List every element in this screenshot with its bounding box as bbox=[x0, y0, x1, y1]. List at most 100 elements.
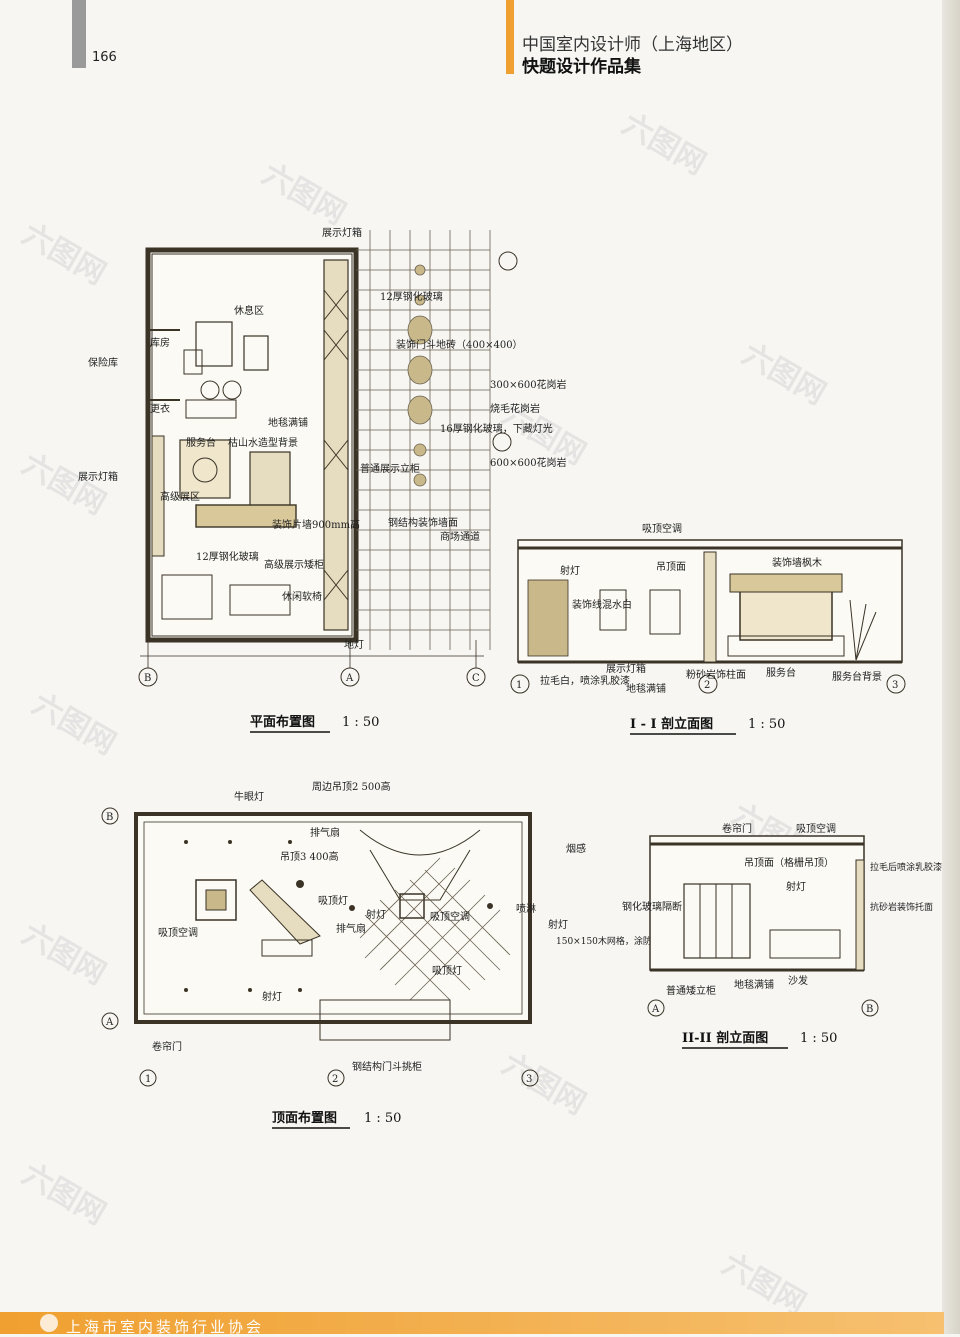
ceiling-caption: 顶面布置图 bbox=[272, 1110, 337, 1126]
ceiling-plan bbox=[101, 807, 539, 1087]
ceiling-label: 牛眼灯 bbox=[234, 790, 264, 803]
floor-plan-caption: 平面布置图 1 : 50 bbox=[250, 714, 379, 733]
ceiling-scale: 1 : 50 bbox=[364, 1111, 401, 1126]
section2-label: 吸顶空调 bbox=[796, 822, 836, 835]
section-label: 吸顶空调 bbox=[642, 522, 682, 535]
watermark: 六图网 bbox=[16, 1157, 111, 1232]
section-2-2-axis-labels: A B bbox=[651, 1004, 873, 1015]
section-2-2-caption: II-II 剖立面图 1 : 50 bbox=[682, 1030, 837, 1049]
ceiling-label: 射灯 bbox=[366, 909, 386, 921]
plan-label: 休息区 bbox=[234, 304, 264, 317]
watermark: 六图网 bbox=[16, 447, 111, 522]
ceiling-label: 吸顶空调 bbox=[430, 910, 470, 923]
ceiling-label: 吊顶3 400高 bbox=[280, 850, 339, 863]
ceiling-label: 周边吊顶2 500高 bbox=[312, 780, 391, 793]
axis-2: 2 bbox=[332, 1074, 338, 1085]
section-label: 吊顶面 bbox=[656, 561, 686, 573]
plan-label: 休闲软椅 bbox=[282, 590, 322, 603]
section-label: 粉砂岩饰柱面 bbox=[686, 668, 746, 681]
axis-c: C bbox=[472, 673, 480, 684]
section-label: 地毯满铺 bbox=[626, 682, 666, 695]
ceiling-label: 吸顶灯 bbox=[432, 965, 462, 977]
association-logo bbox=[40, 1314, 58, 1332]
section-1-1-labels: 吸顶空调 射灯 吊顶面 装饰墙枫木 装饰线混水白 拉毛白，喷涂乳胶漆 展示灯箱 … bbox=[540, 522, 882, 695]
ceiling-label: 排气扇 bbox=[310, 826, 340, 839]
section-1-1 bbox=[510, 539, 906, 694]
plan-label: 普通展示立柜 bbox=[360, 462, 420, 475]
plan-label: 展示灯箱 bbox=[322, 226, 362, 239]
section2-scale: 1 : 50 bbox=[800, 1031, 837, 1046]
ceiling-plan-axis-labels: B A 1 2 3 bbox=[105, 812, 532, 1085]
header-accent-bar bbox=[506, 0, 514, 74]
section2-label: 卷帘门 bbox=[722, 822, 752, 835]
section2-label: 钢化玻璃隔断 bbox=[622, 900, 682, 913]
section2-label: 射灯 bbox=[786, 881, 806, 893]
book-title: 中国室内设计师（上海地区） bbox=[522, 35, 743, 55]
floor-plan bbox=[138, 230, 518, 687]
plan-label: 展示灯箱 bbox=[78, 470, 118, 483]
section1-caption: I - I 剖立面图 bbox=[630, 716, 713, 732]
section2-label: 拉毛后喷涂乳胶漆 bbox=[870, 861, 942, 873]
axis-1: 1 bbox=[145, 1074, 151, 1085]
plan-label: 装饰片墙900mm高 bbox=[272, 518, 360, 531]
axis-b: B bbox=[144, 673, 151, 684]
axis-3: 3 bbox=[526, 1074, 532, 1085]
section-label: 展示灯箱 bbox=[606, 662, 646, 675]
axis-b: B bbox=[106, 812, 113, 823]
page-number-tab bbox=[72, 0, 86, 68]
axis-b: B bbox=[866, 1004, 873, 1015]
plan-label: 12厚钢化玻璃 bbox=[196, 550, 259, 563]
ceiling-plan-caption: 顶面布置图 1 : 50 bbox=[272, 1110, 401, 1129]
ceiling-label: 卷帘门 bbox=[152, 1040, 182, 1053]
section2-label: 普通矮立柜 bbox=[666, 984, 716, 997]
book-subtitle: 快题设计作品集 bbox=[522, 57, 641, 77]
watermark: 六图网 bbox=[716, 1247, 811, 1322]
page-number: 166 bbox=[92, 50, 117, 65]
watermark: 六图网 bbox=[496, 1047, 591, 1122]
watermark: 六图网 bbox=[256, 157, 351, 232]
watermark: 六图网 bbox=[616, 107, 711, 182]
plan-label: 地灯 bbox=[344, 638, 364, 651]
plan-label: 服务台 bbox=[186, 436, 216, 449]
ceiling-label: 吸顶灯 bbox=[318, 895, 348, 907]
ceiling-label: 烟感 bbox=[566, 842, 586, 855]
ceiling-label: 排气扇 bbox=[336, 922, 366, 935]
axis-a: A bbox=[651, 1004, 660, 1015]
plan-label: 库房 bbox=[150, 336, 170, 349]
plan-scale: 1 : 50 bbox=[342, 715, 379, 730]
floor-plan-labels: 展示灯箱 12厚钢化玻璃 休息区 保险库 库房 更衣 装饰门斗地砖（400×40… bbox=[78, 226, 567, 651]
axis-a: A bbox=[345, 673, 354, 684]
section-label: 拉毛白，喷涂乳胶漆 bbox=[540, 674, 630, 687]
section-label: 装饰墙枫木 bbox=[772, 556, 822, 569]
plan-label: 更衣 bbox=[150, 402, 170, 415]
section-label: 服务台 bbox=[766, 666, 796, 679]
section2-caption: II-II 剖立面图 bbox=[682, 1030, 768, 1046]
floor-plan-axis-labels: B A C bbox=[144, 673, 480, 684]
plan-label: 商场通道 bbox=[440, 530, 480, 543]
plan-label: 烧毛花岗岩 bbox=[490, 402, 540, 415]
plan-label: 高级展区 bbox=[160, 490, 200, 503]
section-label: 装饰线混水白 bbox=[572, 598, 632, 611]
section-1-1-axis-labels: 1 2 3 bbox=[516, 680, 898, 691]
section-label: 射灯 bbox=[560, 565, 580, 577]
section2-label: 吊顶面（格栅吊顶） bbox=[744, 856, 834, 869]
section-label: 服务台背景 bbox=[832, 670, 882, 683]
section-2-2 bbox=[647, 835, 879, 1017]
plan-label: 高级展示矮柜 bbox=[264, 558, 324, 571]
section2-label: 抗砂岩装饰托面 bbox=[870, 901, 933, 913]
plan-label: 600×600花岗岩 bbox=[490, 456, 567, 469]
plan-label: 300×600花岗岩 bbox=[490, 378, 567, 391]
watermark: 六图网 bbox=[16, 917, 111, 992]
section-2-2-labels: 卷帘门 吸顶空调 吊顶面（格栅吊顶） 射灯 拉毛后喷涂乳胶漆 钢化玻璃隔断 抗砂… bbox=[622, 822, 942, 997]
footer-text: 上海市室内装饰行业协会 bbox=[66, 1318, 265, 1336]
axis-2: 2 bbox=[704, 680, 710, 691]
section-1-1-caption: I - I 剖立面图 1 : 50 bbox=[630, 716, 785, 735]
footer-bar bbox=[0, 1312, 944, 1334]
section2-label: 地毯满铺 bbox=[734, 978, 774, 991]
plan-label: 地毯满铺 bbox=[268, 416, 308, 429]
page-edge bbox=[942, 0, 960, 1334]
plan-label: 装饰门斗地砖（400×400） bbox=[396, 338, 523, 351]
ceiling-label: 喷淋 bbox=[516, 902, 536, 915]
watermark: 六图网 bbox=[16, 217, 111, 292]
